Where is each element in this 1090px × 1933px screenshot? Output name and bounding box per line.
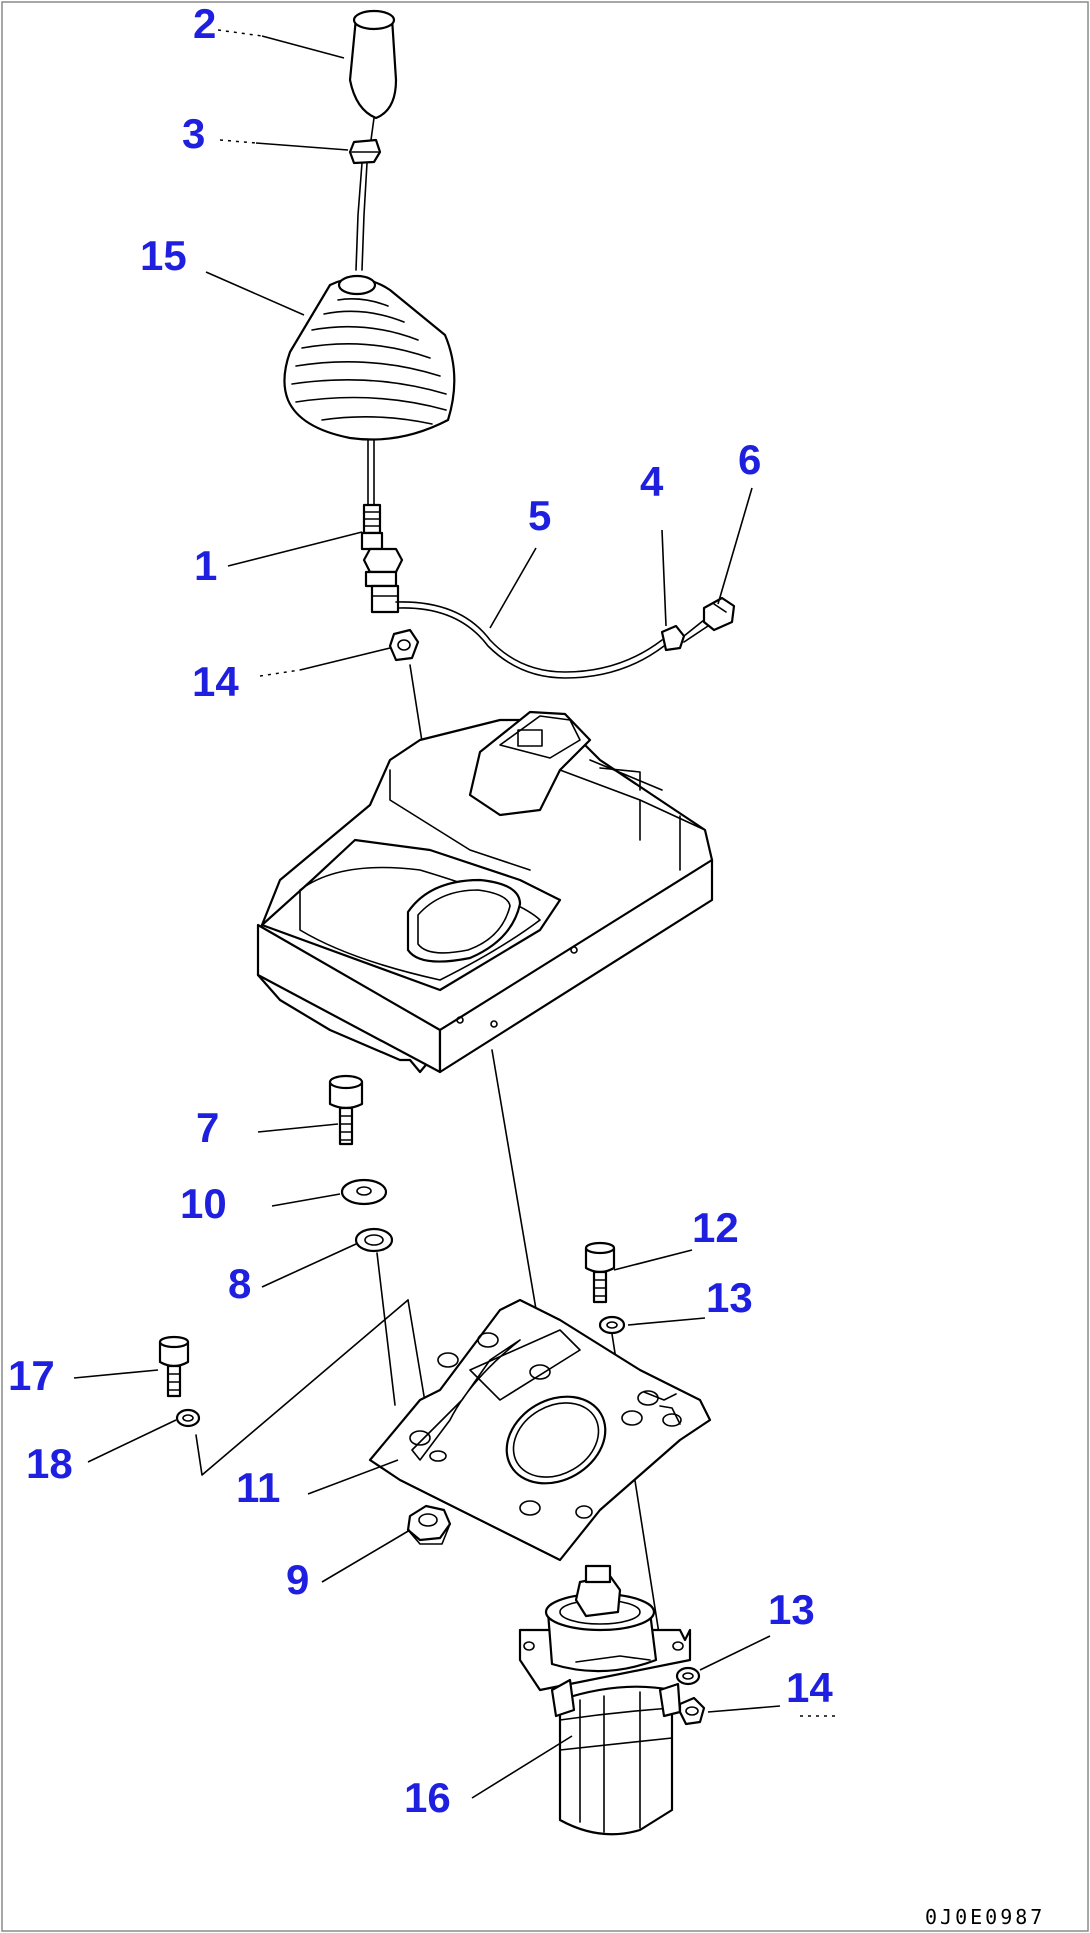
part-9-nut — [406, 1504, 452, 1545]
part-17-bolt — [158, 1335, 190, 1398]
part-8-washer — [354, 1227, 394, 1253]
part-5-wire-harness — [395, 601, 665, 679]
callout-6: 6 — [738, 436, 761, 483]
callout-13-upper: 13 — [706, 1274, 753, 1321]
callout-12: 12 — [692, 1204, 739, 1251]
callout-4: 4 — [640, 458, 664, 505]
callout-14-lower: 14 — [786, 1664, 833, 1711]
drawing-code: 0J0E0987 — [925, 1905, 1045, 1929]
part-3-nut — [348, 138, 382, 165]
part-14-nut-upper — [388, 628, 420, 662]
callout-10: 10 — [180, 1180, 227, 1227]
part-1-lever-stem — [360, 503, 404, 614]
lever-rod — [355, 162, 368, 271]
callout-numbers: 2 3 15 1 5 4 6 14 7 10 8 12 13 17 18 11 … — [8, 0, 833, 1821]
callout-2: 2 — [193, 0, 216, 47]
part-15-boot — [283, 274, 456, 506]
part-13-washer-upper — [598, 1315, 626, 1335]
callout-3: 3 — [182, 110, 205, 157]
callout-18: 18 — [26, 1440, 73, 1487]
part-13-washer-lower — [675, 1666, 701, 1686]
callout-5: 5 — [528, 492, 551, 539]
part-2-knob — [348, 9, 398, 141]
callout-8: 8 — [228, 1260, 251, 1307]
callout-17: 17 — [8, 1352, 55, 1399]
part-16-ppc-valve — [518, 1564, 692, 1836]
part-11-mounting-plate — [368, 1298, 712, 1562]
part-6-connector — [702, 596, 736, 632]
callout-13-lower: 13 — [768, 1586, 815, 1633]
console-box — [256, 710, 714, 1074]
callout-7: 7 — [196, 1104, 219, 1151]
callout-16: 16 — [404, 1774, 451, 1821]
callout-leaders — [73, 29, 840, 1799]
callout-14-upper: 14 — [192, 658, 239, 705]
part-10-washer — [340, 1178, 388, 1206]
callout-15: 15 — [140, 232, 187, 279]
part-12-bolt — [584, 1241, 616, 1304]
part-7-bolt — [328, 1074, 364, 1146]
callout-11: 11 — [236, 1464, 280, 1511]
callout-1: 1 — [194, 542, 217, 589]
part-4-clamp — [660, 619, 709, 652]
callout-9: 9 — [286, 1556, 309, 1603]
part-14-nut-lower — [678, 1696, 706, 1726]
part-18-washer — [175, 1408, 201, 1428]
